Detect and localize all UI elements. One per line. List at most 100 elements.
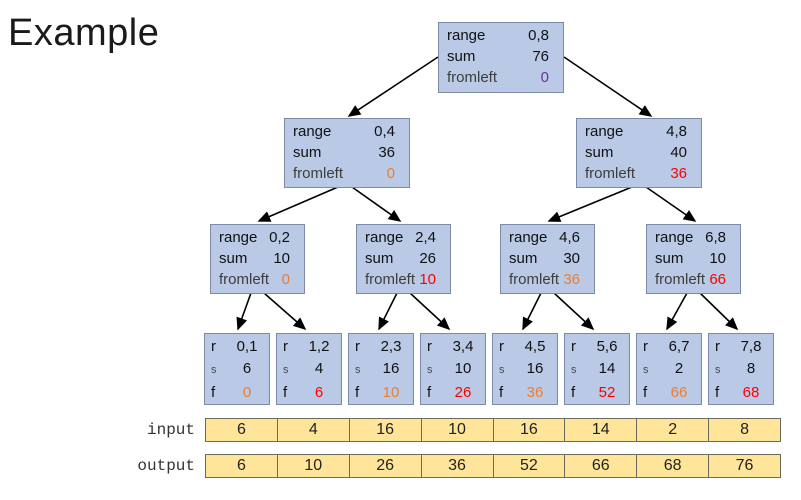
sum-label: s xyxy=(283,364,289,376)
fromleft-value: 0 xyxy=(540,69,549,86)
range-value: 0,1 xyxy=(236,338,258,355)
edge-l3c-left xyxy=(522,292,542,331)
range-value: 2,3 xyxy=(380,338,402,355)
sum-label: s xyxy=(211,364,217,376)
range-value: 4,8 xyxy=(666,123,687,140)
sum-label: sum xyxy=(509,250,538,267)
fromleft-value: 66 xyxy=(709,271,726,288)
range-label: range xyxy=(585,123,624,140)
range-value: 4,5 xyxy=(524,338,546,355)
fromleft-value: 26 xyxy=(454,384,472,401)
output-cell: 10 xyxy=(278,455,350,477)
range-label: r xyxy=(427,338,432,355)
fromleft-value: 36 xyxy=(563,271,580,288)
fromleft-label: f xyxy=(571,384,576,401)
fromleft-label: f xyxy=(715,384,720,401)
edge-l3d-right xyxy=(699,292,739,331)
fromleft-label: fromleft xyxy=(293,165,344,182)
fromleft-label: fromleft xyxy=(365,271,416,288)
fromleft-value: 6 xyxy=(314,384,324,401)
sum-value: 40 xyxy=(670,144,687,161)
range-value: 1,2 xyxy=(308,338,330,355)
input-cell: 10 xyxy=(422,419,494,441)
sum-value: 10 xyxy=(273,250,290,267)
range-label: r xyxy=(355,338,360,355)
sum-value: 16 xyxy=(526,360,544,377)
sum-value: 6 xyxy=(242,360,252,377)
fromleft-value: 0 xyxy=(281,271,290,288)
fromleft-label: f xyxy=(427,384,432,401)
range-value: 3,4 xyxy=(452,338,474,355)
edge-l3b-left xyxy=(378,292,398,331)
output-cell: 26 xyxy=(350,455,422,477)
fromleft-value: 10 xyxy=(382,384,400,401)
fromleft-label: fromleft xyxy=(509,271,560,288)
output-row-label: output xyxy=(137,457,195,475)
output-cell: 66 xyxy=(565,455,638,477)
range-label: range xyxy=(293,123,332,140)
range-value: 6,7 xyxy=(668,338,690,355)
range-value: 6,8 xyxy=(705,229,726,246)
sum-value: 10 xyxy=(454,360,472,377)
range-value: 2,4 xyxy=(415,229,436,246)
fromleft-value: 10 xyxy=(419,271,436,288)
sum-value: 76 xyxy=(532,48,549,65)
edge-l3a-left xyxy=(236,292,252,331)
edge-l3a-right xyxy=(263,292,307,331)
edge-l2b-right xyxy=(645,186,697,222)
range-label: range xyxy=(447,27,486,44)
input-row: 6 4 16 10 16 14 2 8 xyxy=(205,418,781,442)
sum-value: 36 xyxy=(378,144,395,161)
input-cell: 4 xyxy=(278,419,350,441)
edge-l3b-right xyxy=(409,292,451,331)
sum-label: sum xyxy=(585,144,614,161)
range-label: range xyxy=(655,229,694,246)
sum-value: 30 xyxy=(563,250,580,267)
edge-l2a-left xyxy=(257,186,339,222)
edge-root-left xyxy=(347,56,439,117)
range-value: 7,8 xyxy=(740,338,762,355)
range-label: r xyxy=(643,338,648,355)
sum-label: sum xyxy=(293,144,322,161)
fromleft-label: fromleft xyxy=(447,69,498,86)
sum-label: s xyxy=(427,364,433,376)
sum-label: sum xyxy=(219,250,248,267)
sum-label: s xyxy=(499,364,505,376)
range-value: 0,4 xyxy=(374,123,395,140)
input-cell: 2 xyxy=(637,419,710,441)
output-cell: 36 xyxy=(422,455,494,477)
edge-l3d-left xyxy=(666,292,688,331)
fromleft-label: fromleft xyxy=(219,271,270,288)
fromleft-value: 0 xyxy=(386,165,395,182)
range-value: 4,6 xyxy=(559,229,580,246)
range-label: range xyxy=(219,229,258,246)
range-label: r xyxy=(211,338,216,355)
output-cell: 52 xyxy=(494,455,566,477)
edge-root-right xyxy=(563,56,653,117)
sum-value: 4 xyxy=(314,360,324,377)
range-label: r xyxy=(715,338,720,355)
range-label: range xyxy=(509,229,548,246)
fromleft-value: 36 xyxy=(670,165,687,182)
range-label: r xyxy=(499,338,504,355)
sum-value: 26 xyxy=(419,250,436,267)
fromleft-value: 36 xyxy=(526,384,544,401)
leaf-node-3-4: r 3,4 s 10 f 26 xyxy=(420,333,486,405)
edge-l2b-left xyxy=(547,186,633,222)
output-cell: 6 xyxy=(206,455,278,477)
sum-value: 14 xyxy=(598,360,616,377)
fromleft-label: f xyxy=(355,384,360,401)
input-cell: 8 xyxy=(740,421,750,438)
fromleft-value: 0 xyxy=(242,384,252,401)
